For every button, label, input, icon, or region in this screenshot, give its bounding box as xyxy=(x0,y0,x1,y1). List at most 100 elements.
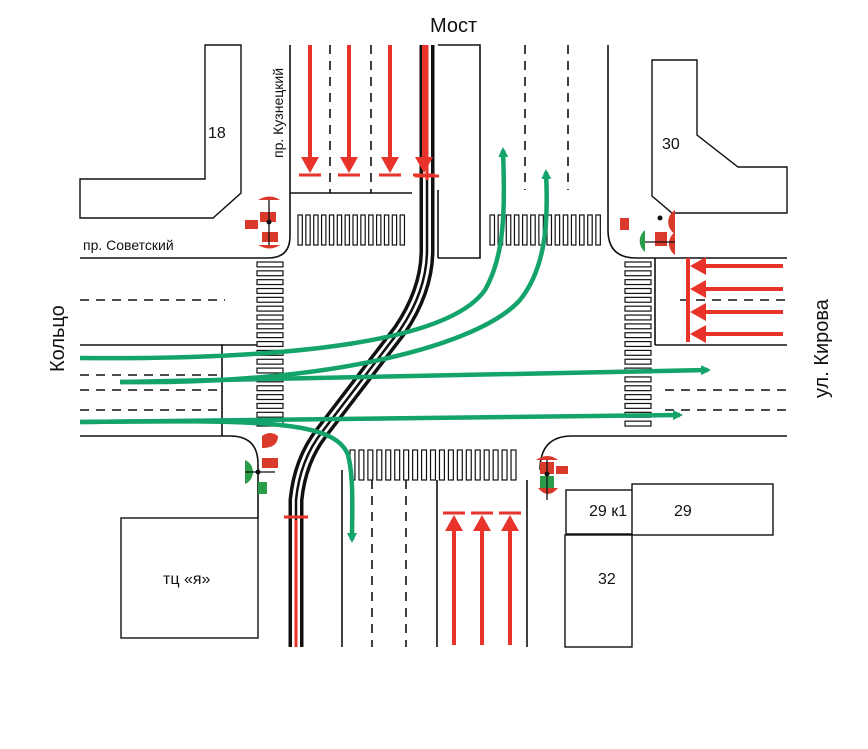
crosswalk-stripe-north-right xyxy=(513,214,520,246)
crosswalk-stripe-west xyxy=(256,287,284,294)
lane-arrow-up xyxy=(471,511,493,645)
crosswalk-stripe-north-right xyxy=(489,214,496,246)
crosswalk-stripe-north-left xyxy=(313,214,319,246)
label-building-30: 30 xyxy=(662,136,680,153)
traffic-light-ne xyxy=(620,210,675,255)
traffic-light-se xyxy=(536,456,568,500)
crosswalk-stripe-north-left xyxy=(399,214,406,246)
crosswalk-stripe-south xyxy=(474,449,481,481)
crosswalk-stripe-west xyxy=(256,323,284,330)
crosswalk-stripe-west xyxy=(256,314,284,321)
crosswalk-stripe-north-right xyxy=(554,214,561,246)
crosswalk-stripe-east xyxy=(624,314,652,321)
crosswalk-stripe-north-right xyxy=(530,214,536,246)
crosswalk-stripe-east xyxy=(624,323,652,330)
label-mall: тц «я» xyxy=(163,571,211,588)
crosswalk-stripe-south xyxy=(394,449,401,481)
traffic-lights xyxy=(245,196,675,500)
lane-arrow-left xyxy=(690,303,783,321)
crosswalk-stripe-south xyxy=(501,449,508,481)
crosswalk-stripe-west xyxy=(256,305,284,312)
crosswalk-stripe-south xyxy=(447,449,454,481)
crosswalk-stripe-south xyxy=(403,449,410,481)
crosswalk-stripe-north-right xyxy=(562,214,569,246)
lane-arrows xyxy=(284,45,783,645)
crosswalk-stripe-north-left xyxy=(368,214,374,246)
crosswalk-stripe-east xyxy=(624,332,652,339)
crosswalk-stripe-west xyxy=(256,279,284,286)
crosswalk-stripe-south xyxy=(483,449,490,481)
building-30 xyxy=(651,59,788,214)
crosswalk-stripe-south xyxy=(385,449,392,481)
crosswalk-stripe-north-left xyxy=(344,214,351,246)
crosswalk-stripe-east xyxy=(624,420,652,427)
crosswalk-stripe-north-left xyxy=(297,214,303,246)
crosswalk-stripe-east xyxy=(624,261,652,268)
label-sovetsky: пр. Советский xyxy=(83,237,174,253)
crosswalk-stripe-west xyxy=(256,296,284,303)
crosswalk-stripe-south xyxy=(376,449,383,481)
lane-arrow-left xyxy=(690,325,783,343)
crosswalk-stripe-north-right xyxy=(595,214,601,246)
buildings xyxy=(79,44,788,648)
traffic-light-nw xyxy=(245,196,280,249)
lane-arrow-left xyxy=(690,280,783,298)
crosswalk-stripe-south xyxy=(465,449,472,481)
crosswalk-stripe-south xyxy=(429,449,437,481)
crosswalk-stripe-west xyxy=(256,340,284,348)
lane-arrow-down xyxy=(299,45,321,177)
crosswalk-stripe-south xyxy=(510,449,517,481)
lane-markings xyxy=(80,45,787,647)
crosswalk-stripe-north-left xyxy=(352,214,358,246)
crosswalk-stripe-east xyxy=(624,394,652,401)
crosswalk-stripe-north-right xyxy=(578,214,585,246)
label-building-29: 29 xyxy=(674,503,692,520)
crosswalk-stripe-north-right xyxy=(570,214,577,246)
crosswalk-stripe-east xyxy=(624,376,652,383)
green-routes xyxy=(79,147,711,543)
crosswalk-stripe-east xyxy=(624,385,652,392)
crosswalk-stripe-north-left xyxy=(305,214,311,246)
label-bridge: Мост xyxy=(430,15,477,37)
crosswalk-stripe-west xyxy=(256,332,284,339)
crosswalk-stripe-south xyxy=(456,449,463,481)
crosswalk-stripe-north-left xyxy=(383,214,390,246)
label-building-18: 18 xyxy=(208,125,226,142)
crosswalk-stripe-east xyxy=(624,340,652,348)
crosswalk-stripe-south xyxy=(358,449,365,481)
building-mall xyxy=(120,517,259,639)
crosswalk-stripe-north-left xyxy=(328,214,335,246)
lane-arrow-left xyxy=(690,257,783,275)
route-left-to-east-1 xyxy=(119,365,711,385)
lane-arrow-up xyxy=(499,511,521,645)
crosswalk-stripe-east xyxy=(624,287,652,294)
crosswalk-stripe-east xyxy=(624,402,652,409)
crosswalk-stripe-south xyxy=(367,449,374,481)
crosswalk-stripe-east xyxy=(624,358,652,365)
label-kirova: ул. Кирова xyxy=(811,298,833,398)
crosswalk-stripe-south xyxy=(412,449,419,481)
crosswalk-stripe-north-left xyxy=(320,214,327,246)
lane-arrow-up xyxy=(443,511,465,645)
crosswalk-stripe-north-right xyxy=(521,214,528,246)
building-29 xyxy=(631,483,774,536)
lane-arrow-down xyxy=(338,45,360,177)
lane-arrow-down xyxy=(379,45,401,177)
label-building-29k1: 29 к1 xyxy=(589,503,627,520)
tram-track xyxy=(288,45,435,647)
traffic-light-sw xyxy=(245,433,278,494)
crosswalk-stripe-north-left xyxy=(360,214,366,246)
crosswalk-stripe-west xyxy=(256,402,284,409)
crosswalk-stripe-north-left xyxy=(375,214,382,246)
crosswalk-stripe-north-right xyxy=(587,214,593,246)
crosswalk-stripe-north-left xyxy=(391,214,398,246)
crosswalk-stripe-south xyxy=(438,449,445,481)
label-ring: Кольцо xyxy=(47,305,69,372)
crosswalk-stripe-north-left xyxy=(336,214,343,246)
label-building-32: 32 xyxy=(598,571,616,588)
crosswalk-stripe-west xyxy=(256,394,284,401)
crosswalk-stripe-east xyxy=(624,296,652,303)
route-left-to-south xyxy=(79,419,358,543)
building-18 xyxy=(79,44,242,219)
